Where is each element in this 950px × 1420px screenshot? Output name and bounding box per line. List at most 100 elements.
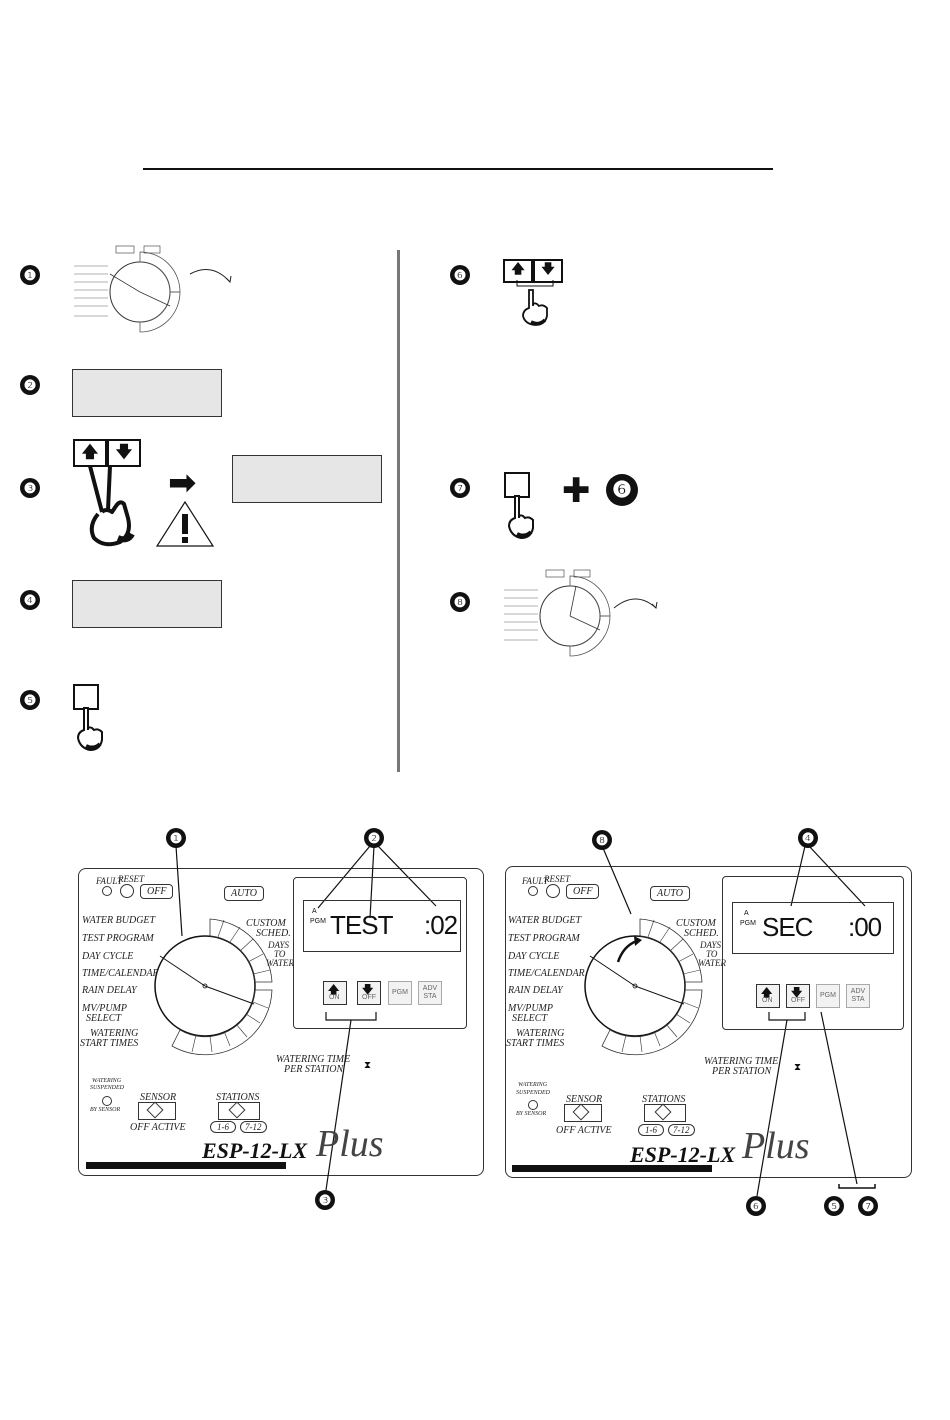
pgm-label: PGM bbox=[392, 989, 408, 996]
bracket-finger-icon bbox=[516, 280, 554, 326]
dial-off-label-right: OFF bbox=[566, 884, 600, 899]
display-placeholder-3 bbox=[232, 455, 382, 503]
column-divider bbox=[397, 250, 400, 772]
callout-6-right: ❻ bbox=[746, 1196, 766, 1216]
lcd-frame-right bbox=[722, 876, 904, 1030]
finger-press-icon-7 bbox=[507, 495, 534, 540]
suspended-led-right bbox=[528, 1100, 538, 1110]
stations-7-12-label-right: 7-12 bbox=[668, 1124, 695, 1136]
header-rule bbox=[143, 168, 773, 170]
pgm-label: PGM bbox=[820, 992, 836, 999]
watering-label-right: WATERING bbox=[516, 1028, 565, 1039]
brand-bar-right bbox=[512, 1165, 712, 1172]
suspended-label-2: SUSPENDED bbox=[90, 1085, 124, 1091]
step-number-4: ❹ bbox=[20, 590, 40, 610]
stations-switch-right[interactable] bbox=[644, 1103, 686, 1122]
brand-model-left: ESP-12-LX bbox=[202, 1138, 308, 1163]
start-times-label-right: START TIMES bbox=[506, 1038, 565, 1049]
adv-sta-button-left[interactable]: ADV STA bbox=[418, 981, 442, 1005]
reset-label-right: RESET bbox=[544, 874, 570, 884]
callout-2-left: ❷ bbox=[364, 828, 384, 848]
up-button-6[interactable]: 🡅 bbox=[503, 259, 533, 283]
on-button-right[interactable]: 🡅 ON bbox=[756, 984, 780, 1008]
stations-1-6-label: 1-6 bbox=[210, 1121, 236, 1133]
program-dial-left[interactable] bbox=[150, 900, 280, 1070]
plus-icon: ✚ bbox=[562, 471, 591, 511]
hourglass-icon-right: ⧗ bbox=[794, 1062, 802, 1073]
select-label: SELECT bbox=[86, 1013, 122, 1024]
off-button-right[interactable]: 🡇 OFF bbox=[786, 984, 810, 1008]
adv-sta-label: ADV STA bbox=[422, 985, 438, 1000]
sensor-label: SENSOR bbox=[140, 1092, 177, 1103]
step-number-6: ❻ bbox=[450, 265, 470, 285]
up-button-3[interactable]: 🡅 bbox=[73, 439, 107, 467]
day-cycle-label-right: DAY CYCLE bbox=[508, 951, 560, 962]
off-button-left[interactable]: 🡇 OFF bbox=[357, 981, 381, 1005]
lcd-pgm-right: PGM bbox=[740, 920, 756, 927]
lcd-pgm-letter-right: A bbox=[744, 910, 749, 917]
suspended-label-1: WATERING bbox=[92, 1078, 122, 1084]
callout-1-left: ❶ bbox=[166, 828, 186, 848]
warning-triangle-icon bbox=[155, 500, 215, 547]
mv-pump-label: MV/PUMP bbox=[82, 1003, 127, 1014]
callout-5-right: ❺ bbox=[824, 1196, 844, 1216]
lcd-main-text-right: SEC bbox=[762, 912, 813, 942]
pgm-button-left[interactable]: PGM bbox=[388, 981, 412, 1005]
callout-lines-left bbox=[175, 845, 437, 1190]
down-button-3[interactable]: 🡇 bbox=[107, 439, 141, 467]
pgm-button-right[interactable]: PGM bbox=[816, 984, 840, 1008]
watering-time-label-right: WATERING TIME bbox=[704, 1056, 779, 1067]
reset-button-left[interactable] bbox=[120, 884, 134, 898]
lcd-value-left: :02 bbox=[424, 910, 458, 940]
two-finger-hand-icon bbox=[88, 465, 135, 547]
callout-8-right: ❽ bbox=[592, 830, 612, 850]
custom-label-right: CUSTOM bbox=[676, 918, 716, 929]
brand-plus-right: Plus bbox=[742, 1125, 810, 1167]
sched-label: SCHED. bbox=[256, 928, 291, 939]
up-arrow-icon: 🡅 bbox=[761, 986, 773, 999]
brand-plus-left: Plus bbox=[316, 1123, 384, 1165]
on-button-left[interactable]: 🡅 ON bbox=[323, 981, 347, 1005]
arrow-right-icon: ➡ bbox=[168, 463, 197, 503]
reset-button-right[interactable] bbox=[546, 884, 560, 898]
mv-pump-label-right: MV/PUMP bbox=[508, 1003, 553, 1014]
on-label: ON bbox=[329, 994, 340, 1001]
sensor-switch-right[interactable] bbox=[564, 1103, 602, 1122]
time-calendar-label: TIME/CALENDAR bbox=[82, 968, 159, 979]
water-budget-label: WATER BUDGET bbox=[82, 915, 156, 926]
water-budget-label-right: WATER BUDGET bbox=[508, 915, 582, 926]
lcd-pgm-letter-left: A bbox=[312, 908, 317, 915]
sensor-label-right: SENSOR bbox=[566, 1094, 603, 1105]
fault-led-right bbox=[528, 886, 538, 896]
water-label: WATER bbox=[266, 958, 295, 968]
sched-label-right: SCHED. bbox=[684, 928, 719, 939]
start-times-label: START TIMES bbox=[80, 1038, 139, 1049]
mini-dial-8 bbox=[504, 569, 658, 657]
fault-label-right: FAULT bbox=[522, 876, 549, 886]
adv-sta-button-right[interactable]: ADV STA bbox=[846, 984, 870, 1008]
down-button-6[interactable]: 🡇 bbox=[533, 259, 563, 283]
test-program-label: TEST PROGRAM bbox=[82, 933, 154, 944]
button-5[interactable] bbox=[73, 684, 99, 710]
step-number-7: ❼ bbox=[450, 478, 470, 498]
dial-auto-label: AUTO bbox=[224, 886, 264, 901]
brand-bar-left bbox=[86, 1162, 286, 1169]
display-placeholder-4 bbox=[72, 580, 222, 628]
stations-1-6-label-right: 1-6 bbox=[638, 1124, 664, 1136]
step-ref-6: ❻ bbox=[606, 474, 638, 506]
display-placeholder-2 bbox=[72, 369, 222, 417]
controller-panel-right bbox=[505, 866, 912, 1178]
down-arrow-icon: 🡇 bbox=[362, 983, 374, 996]
on-label: ON bbox=[762, 997, 773, 1004]
days-label-right: DAYS bbox=[700, 940, 722, 950]
step-number-3: ❸ bbox=[20, 478, 40, 498]
stations-switch-left[interactable] bbox=[218, 1101, 260, 1120]
sensor-switch-left[interactable] bbox=[138, 1101, 176, 1120]
suspended-label-2-right: SUSPENDED bbox=[516, 1090, 550, 1096]
off-label: OFF bbox=[791, 997, 805, 1004]
mini-dial-1 bbox=[74, 245, 232, 333]
stations-label-right: STATIONS bbox=[642, 1094, 686, 1105]
step-number-1: ❶ bbox=[20, 265, 40, 285]
step-number-8: ❽ bbox=[450, 592, 470, 612]
program-dial-right[interactable] bbox=[580, 900, 715, 1070]
